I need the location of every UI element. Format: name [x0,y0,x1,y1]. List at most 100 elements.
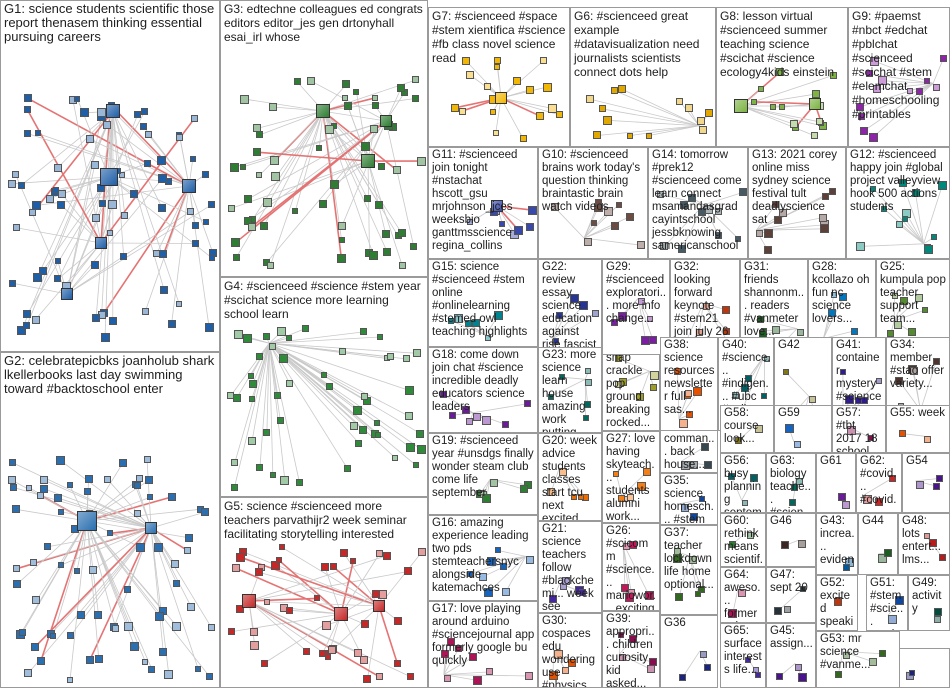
node-g28-4[interactable] [850,327,858,335]
node-g2-67[interactable] [133,481,141,489]
node-g1-77[interactable] [158,203,167,212]
node-g9-12[interactable] [873,85,882,94]
node-g2-21[interactable] [103,475,111,483]
node-g3-25[interactable] [292,208,299,214]
node-g1-0[interactable] [107,230,114,237]
node-g11-5[interactable] [527,205,537,215]
node-g5-23[interactable] [319,649,327,657]
node-g2-61[interactable] [50,632,57,639]
node-g3-32[interactable] [232,253,240,261]
node-g10-1[interactable] [590,219,597,226]
node-g3-52[interactable] [230,238,240,248]
node-g7-5[interactable] [542,82,552,92]
node-g2-53[interactable] [184,533,193,542]
node-g4-13[interactable] [256,464,264,472]
node-g48-0[interactable] [924,533,931,540]
node-g2-3[interactable] [24,669,33,678]
node-g1-26[interactable] [159,250,168,259]
node-g23-2[interactable] [584,400,592,408]
node-g2-1[interactable] [119,458,128,467]
node-g3-13[interactable] [343,101,352,110]
node-g2-29[interactable] [67,631,75,639]
node-g47-1[interactable] [773,606,782,615]
node-g3-18[interactable] [271,172,281,182]
node-g16-7[interactable] [467,570,474,577]
node-g1-66[interactable] [145,131,153,139]
node-g2-45[interactable] [39,476,48,485]
node-g32-3[interactable] [695,328,703,336]
node-g17-7[interactable] [441,649,450,658]
node-g2-55[interactable] [154,543,164,553]
node-g3-39[interactable] [268,103,277,112]
node-g3-16[interactable] [336,253,346,263]
node-g9-4[interactable] [868,132,878,142]
node-g3-27[interactable] [266,261,274,269]
node-g11-7[interactable] [513,225,523,235]
hub-node-g5-0[interactable] [242,594,256,608]
node-g14-5[interactable] [698,208,707,217]
node-g11-4[interactable] [526,222,535,231]
node-g1-68[interactable] [202,218,209,225]
node-g2-65[interactable] [39,484,48,493]
node-g2-46[interactable] [73,568,80,575]
node-g3-58[interactable] [253,148,262,157]
node-g21-1[interactable] [548,595,557,604]
node-g1-71[interactable] [192,239,200,247]
node-g6-9[interactable] [676,97,684,105]
node-g3-54[interactable] [325,125,335,135]
node-g1-60[interactable] [96,108,106,117]
node-g14-7[interactable] [735,235,742,242]
node-g4-30[interactable] [387,353,395,361]
node-g4-43[interactable] [248,395,255,402]
node-g2-35[interactable] [173,579,181,587]
node-g1-56[interactable] [100,332,110,342]
node-g2-70[interactable] [66,482,73,489]
node-g1-1[interactable] [56,200,65,209]
node-g8-3[interactable] [789,120,798,129]
node-g4-17[interactable] [274,391,282,399]
node-g30-0[interactable] [553,649,563,659]
node-g18-3[interactable] [482,415,492,425]
node-g1-9[interactable] [45,194,54,203]
node-g2-66[interactable] [143,455,151,463]
node-g44-0[interactable] [878,553,888,563]
node-g17-2[interactable] [469,652,478,661]
node-g4-32[interactable] [269,471,276,478]
node-g46-0[interactable] [798,540,807,549]
node-g2-60[interactable] [142,659,149,666]
node-g25-5[interactable] [922,306,929,313]
node-g5-16[interactable] [286,606,294,614]
node-g1-78[interactable] [190,115,198,123]
node-g2-34[interactable] [77,611,86,620]
node-g1-34[interactable] [189,155,196,162]
node-g12-8[interactable] [870,185,877,192]
node-g2-40[interactable] [84,488,92,495]
node-g14-2[interactable] [679,200,688,209]
node-g13-7[interactable] [820,224,830,234]
node-g30-3[interactable] [561,666,569,674]
node-g2-41[interactable] [58,508,65,515]
node-g42-1[interactable] [782,369,789,376]
node-g4-5[interactable] [263,429,271,437]
node-g1-74[interactable] [24,130,32,138]
node-g58-1[interactable] [734,436,742,444]
node-g5-34[interactable] [278,544,285,551]
hub-node-g2-1[interactable] [145,522,157,534]
node-g3-15[interactable] [392,166,401,175]
node-g15-2[interactable] [472,319,481,328]
node-g4-45[interactable] [392,454,399,461]
node-g1-47[interactable] [157,174,167,184]
node-g2-43[interactable] [106,530,113,537]
node-g2-69[interactable] [112,624,120,632]
node-g38-3[interactable] [684,389,692,397]
node-g1-64[interactable] [17,181,25,189]
node-g29-0[interactable] [638,298,646,306]
node-g2-56[interactable] [154,611,164,621]
hub-node-g5-2[interactable] [373,600,385,612]
node-g8-13[interactable] [750,98,757,105]
node-g2-13[interactable] [200,508,209,517]
node-g18-4[interactable] [448,411,456,419]
node-g2-36[interactable] [172,621,182,631]
node-g33-3[interactable] [689,460,698,469]
node-g3-51[interactable] [398,262,406,270]
